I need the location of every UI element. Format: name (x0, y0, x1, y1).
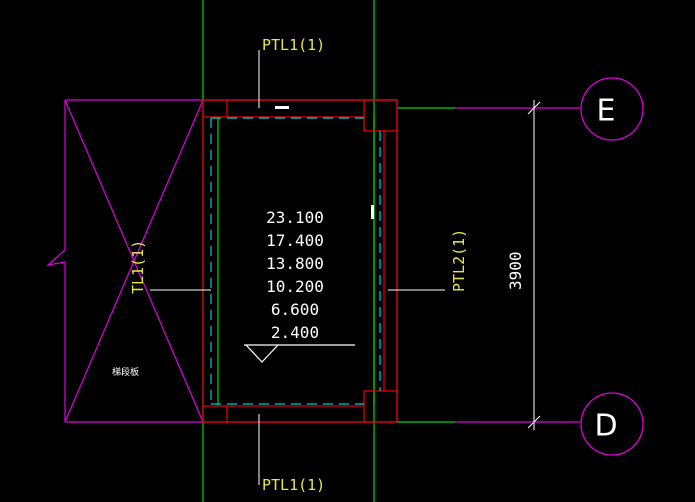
axis-label-d: D (594, 409, 617, 444)
elevation-value: 6.600 (271, 300, 319, 319)
column-bottom-right (363, 390, 398, 423)
elevation-value: 13.800 (266, 254, 324, 273)
dimension (527, 100, 541, 430)
elevation-value: 2.400 (271, 323, 319, 342)
column-top-right (363, 99, 398, 132)
mark-right (371, 205, 374, 219)
elevation-value: 10.200 (266, 277, 324, 296)
small-marks (275, 106, 374, 219)
axis-extension-lines (455, 107, 580, 423)
label-beam-left: TL1(1) (129, 240, 147, 294)
axis-circle-d (580, 392, 644, 456)
stair-break-line (46, 100, 66, 422)
stair-diagonal-b (64, 99, 204, 423)
axis-label-e: E (597, 94, 616, 129)
dimension-text: 3900 (506, 251, 525, 290)
slab-dashed-outline (210, 117, 381, 405)
axis-bubble-e: E (580, 77, 644, 141)
horizontal-grid-lines (397, 107, 455, 423)
elevation-value: 17.400 (266, 231, 324, 250)
wall-outlines (217, 118, 375, 405)
dimension-tick-top (527, 101, 541, 115)
label-beam-bottom: PTL1(1) (262, 476, 325, 494)
column-bottom-left (202, 405, 228, 423)
axis-bubble-d: D (580, 392, 644, 456)
elevation-list: 23.100 17.400 13.800 10.200 6.600 2.400 (266, 208, 324, 342)
elevation-triangle (245, 344, 279, 363)
leader-lines (150, 50, 445, 485)
label-beam-right: PTL2(1) (450, 229, 468, 292)
mark-top (275, 106, 289, 109)
columns-and-beams (202, 99, 398, 423)
label-beam-top: PTL1(1) (262, 36, 325, 54)
stair-flight (46, 99, 204, 423)
axis-circle-e (580, 77, 644, 141)
elevation-marker (244, 344, 355, 363)
elevation-value: 23.100 (266, 208, 324, 227)
stair-note: 梯段板 (112, 366, 139, 378)
vertical-grid-lines (202, 0, 375, 502)
column-top-left (202, 99, 228, 118)
dimension-tick-bottom (527, 415, 541, 429)
